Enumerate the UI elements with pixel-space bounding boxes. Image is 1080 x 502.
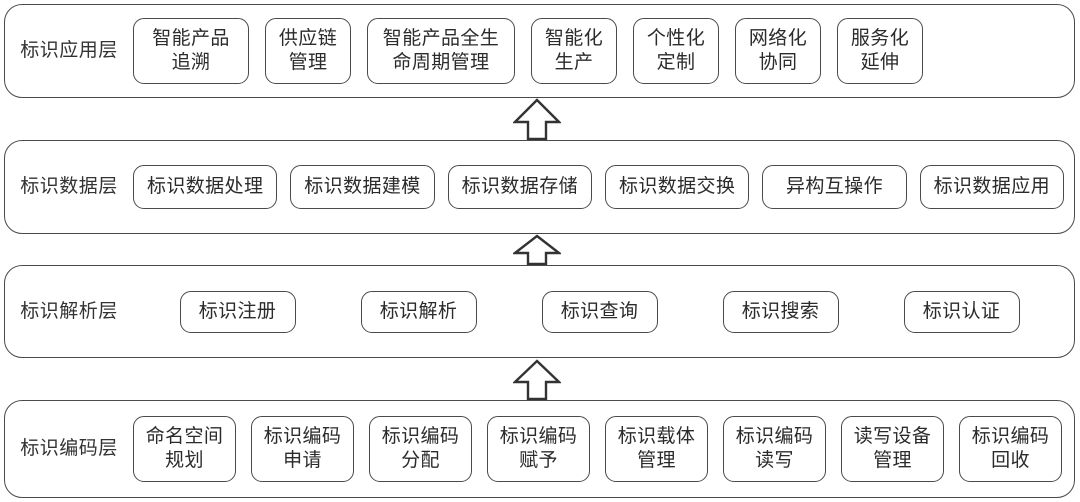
node-application-4[interactable]: 个性化 定制 (633, 18, 719, 84)
node-coding-5[interactable]: 标识编码 读写 (723, 416, 826, 482)
node-application-0[interactable]: 智能产品 追溯 (133, 18, 249, 84)
node-coding-7[interactable]: 标识编码 回收 (959, 416, 1062, 482)
layer-label-coding: 标识编码层 (20, 438, 118, 460)
node-data-1[interactable]: 标识数据建模 (290, 165, 435, 209)
node-resolution-1[interactable]: 标识解析 (360, 290, 477, 333)
node-application-5[interactable]: 网络化 协同 (735, 18, 821, 84)
node-application-2[interactable]: 智能产品全生 命周期管理 (367, 18, 515, 84)
node-application-6[interactable]: 服务化 延伸 (837, 18, 923, 84)
layer-panel-coding: 标识编码层 命名空间 规划 标识编码 申请 标识编码 分配 标识编码 赋予 标识… (4, 400, 1075, 498)
layer-panel-resolution: 标识解析层 标识注册 标识解析 标识查询 标识搜索 标识认证 (4, 265, 1075, 358)
node-data-3[interactable]: 标识数据交换 (604, 165, 750, 209)
node-data-4[interactable]: 异构互操作 (762, 165, 907, 209)
layer-panel-data: 标识数据层 标识数据处理 标识数据建模 标识数据存储 标识数据交换 异构互操作 … (4, 140, 1075, 234)
node-coding-6[interactable]: 读写设备 管理 (841, 416, 944, 482)
layer-panel-application: 标识应用层 智能产品 追溯 供应链 管理 智能产品全生 命周期管理 智能化 生产… (4, 4, 1075, 98)
node-row-data: 标识数据处理 标识数据建模 标识数据存储 标识数据交换 异构互操作 标识数据应用 (133, 141, 1074, 233)
node-data-0[interactable]: 标识数据处理 (133, 165, 278, 209)
layer-label-resolution: 标识解析层 (20, 300, 118, 322)
node-resolution-4[interactable]: 标识认证 (903, 290, 1020, 333)
up-arrow-icon-coding-to-resolution (513, 359, 561, 400)
node-coding-4[interactable]: 标识载体 管理 (605, 416, 708, 482)
node-application-1[interactable]: 供应链 管理 (265, 18, 351, 84)
node-coding-2[interactable]: 标识编码 分配 (369, 416, 472, 482)
node-resolution-3[interactable]: 标识搜索 (722, 290, 839, 333)
node-data-2[interactable]: 标识数据存储 (447, 165, 592, 209)
node-row-resolution: 标识注册 标识解析 标识查询 标识搜索 标识认证 (133, 266, 1074, 357)
node-resolution-0[interactable]: 标识注册 (179, 290, 296, 333)
node-coding-0[interactable]: 命名空间 规划 (133, 416, 236, 482)
node-row-application: 智能产品 追溯 供应链 管理 智能产品全生 命周期管理 智能化 生产 个性化 定… (133, 5, 1074, 97)
layer-label-application: 标识应用层 (20, 40, 118, 62)
node-resolution-2[interactable]: 标识查询 (541, 290, 658, 333)
up-arrow-icon-resolution-to-data (513, 234, 561, 265)
node-coding-3[interactable]: 标识编码 赋予 (487, 416, 590, 482)
node-row-coding: 命名空间 规划 标识编码 申请 标识编码 分配 标识编码 赋予 标识载体 管理 … (133, 401, 1074, 497)
up-arrow-icon-data-to-application (513, 98, 561, 140)
node-coding-1[interactable]: 标识编码 申请 (251, 416, 354, 482)
node-data-5[interactable]: 标识数据应用 (919, 165, 1064, 209)
node-application-3[interactable]: 智能化 生产 (531, 18, 617, 84)
layer-label-data: 标识数据层 (20, 176, 118, 198)
